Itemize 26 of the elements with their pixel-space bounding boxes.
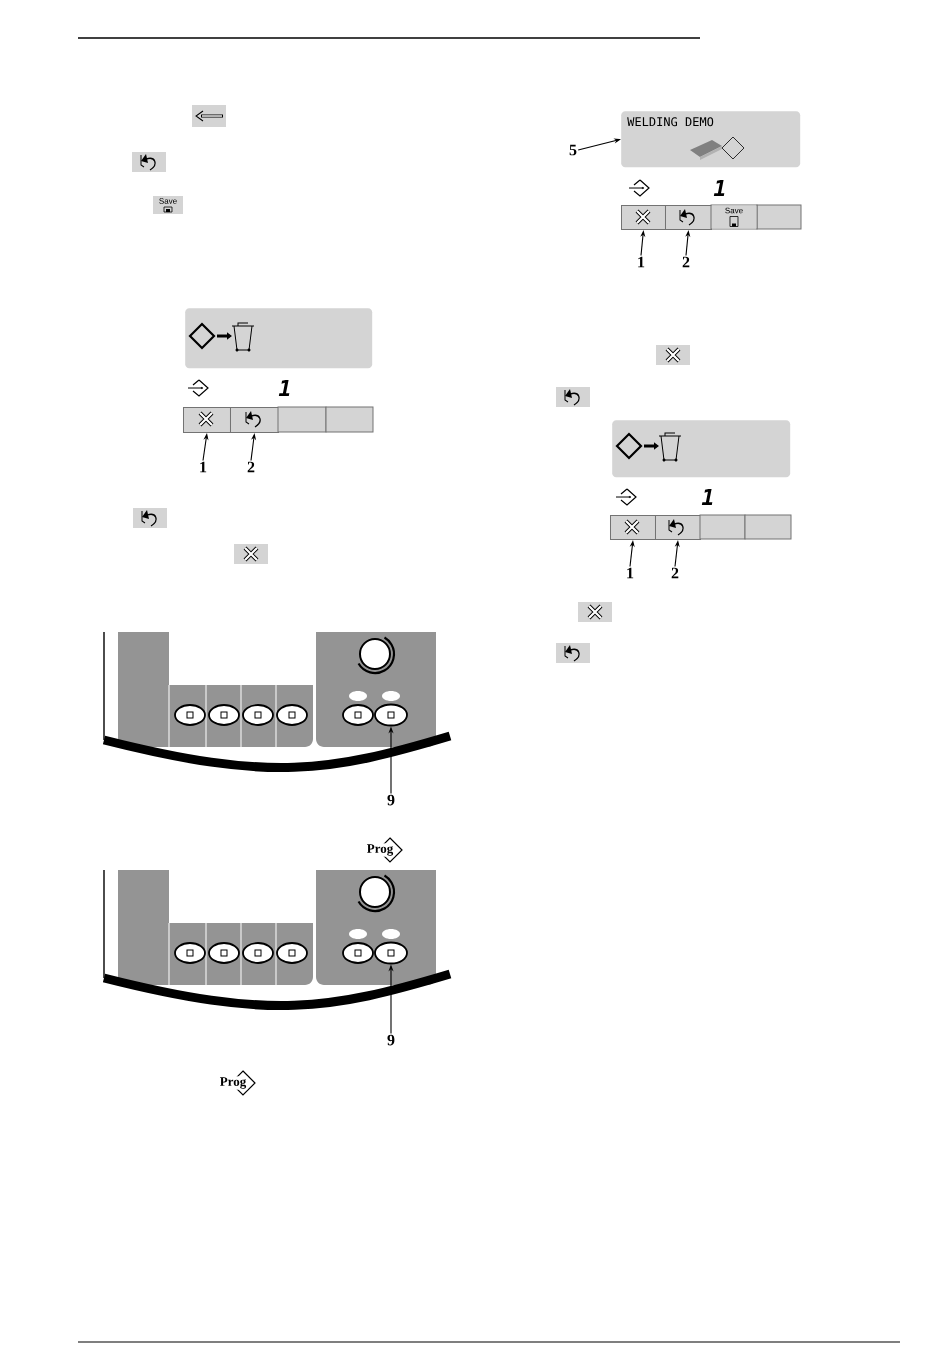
display-screen: WELDING DEMO <box>621 111 801 168</box>
panel-button <box>374 941 408 965</box>
display-screen <box>185 308 373 369</box>
callout-number: 2 <box>247 461 255 473</box>
callout-number: 1 <box>200 461 207 473</box>
prog-sign: Prog <box>365 837 403 863</box>
prog-sign: Prog <box>218 1070 256 1096</box>
callout-number: 9 <box>387 794 395 806</box>
callout-number: 1 <box>638 256 645 268</box>
segment-digit: 1 <box>701 489 713 506</box>
save-key: Save <box>153 196 183 214</box>
display-screen <box>612 420 791 478</box>
panel-button <box>374 703 408 727</box>
soft-key <box>665 205 712 230</box>
callout-number: 9 <box>387 1034 395 1046</box>
soft-key <box>610 515 656 540</box>
save-key: Save <box>710 204 758 230</box>
soft-key <box>230 407 279 433</box>
callout-number: 1 <box>627 567 634 579</box>
soft-key <box>183 407 231 433</box>
callout-number: 5 <box>569 144 577 156</box>
segment-digit: 1 <box>713 180 725 197</box>
callout-number: 2 <box>682 256 690 268</box>
segment-digit: 1 <box>278 380 290 397</box>
soft-key <box>621 205 666 230</box>
callout-number: 2 <box>671 567 679 579</box>
